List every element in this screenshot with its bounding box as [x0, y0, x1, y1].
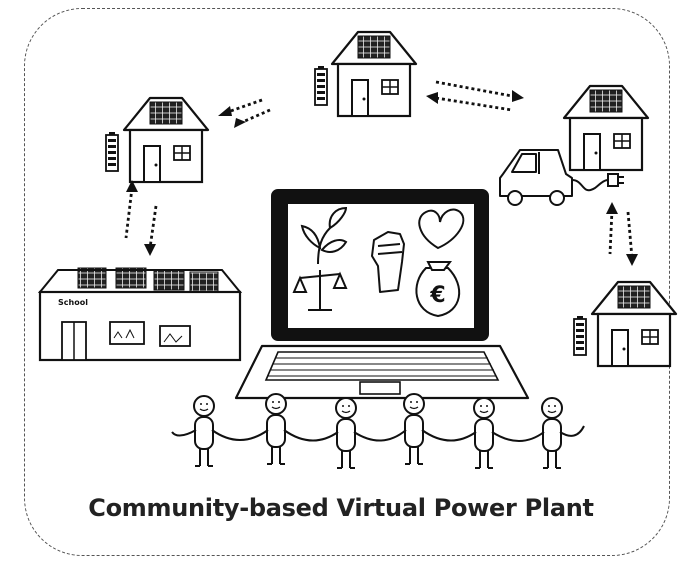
plant-icon: [300, 206, 348, 265]
house-icon: [122, 96, 210, 184]
electric-car-icon: [499, 149, 573, 206]
charging-plug-icon: [571, 173, 624, 192]
dashed-rounded-frame: [24, 8, 670, 556]
person-icon: [265, 393, 287, 465]
house-icon: [590, 280, 678, 368]
bidirectional-arrow-icon: [124, 80, 634, 259]
person-icon: [473, 397, 495, 469]
house-icon: [330, 30, 418, 118]
battery-icon: [573, 315, 587, 356]
person-icon: [335, 397, 357, 469]
euro-money-bag-icon: €: [415, 261, 461, 318]
person-icon: [403, 393, 425, 465]
person-icon: [193, 395, 215, 467]
house-icon: [562, 84, 650, 172]
balance-scale-icon: [292, 270, 348, 311]
diagram-caption: Community-based Virtual Power Plant: [88, 494, 594, 522]
fist-icon: [371, 231, 405, 293]
svg-text:€: €: [429, 283, 445, 308]
battery-icon: [105, 131, 119, 172]
school-label: School: [58, 298, 88, 307]
heart-icon: [418, 208, 465, 250]
laptop-icon: [234, 189, 530, 400]
school-building-icon: School: [37, 267, 243, 362]
person-icon: [541, 397, 563, 469]
battery-icon: [314, 65, 328, 106]
